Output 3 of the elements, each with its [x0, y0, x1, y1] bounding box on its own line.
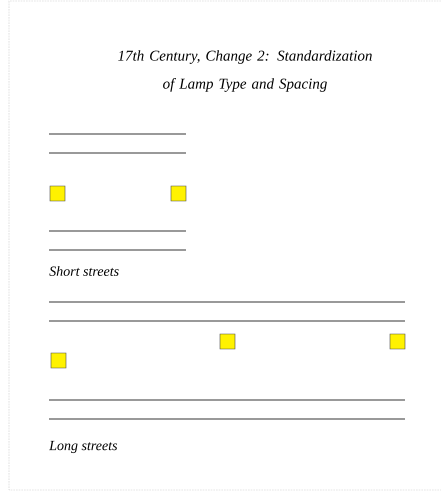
street-caption: Long streets	[49, 440, 118, 454]
title: 17th Century, Change 2: Standardization of Lamp Type and Spacing	[118, 50, 372, 92]
street-caption: Short streets	[49, 266, 119, 276]
